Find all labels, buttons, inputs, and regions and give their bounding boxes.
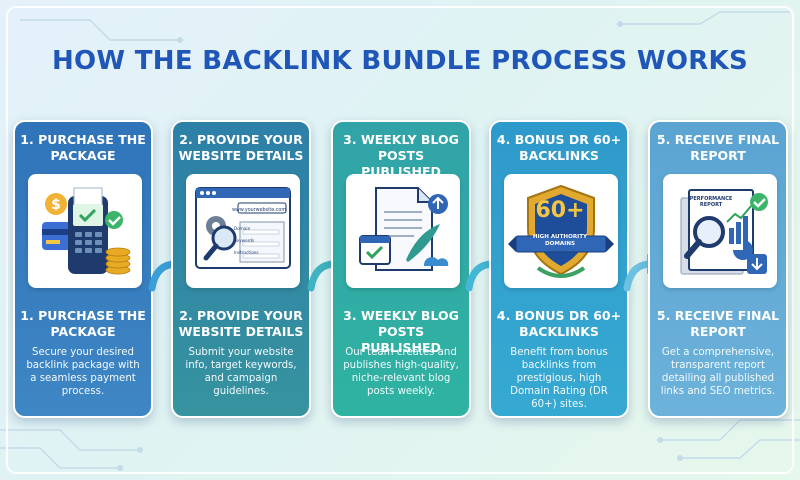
- step-subheading: 1. PURCHASE THE PACKAGE: [20, 308, 146, 339]
- step-description: Benefit from bonus backlinks from presti…: [510, 347, 608, 410]
- badge-ribbon: HIGH AUTHORITY DOMAINS: [515, 234, 605, 248]
- step-heading: 2. PROVIDE YOUR WEBSITE DETAILS: [178, 132, 304, 163]
- report-title-line1: PERFORMANCE: [689, 196, 733, 202]
- step-heading: 1. PURCHASE THE PACKAGE: [20, 132, 146, 163]
- step-subheading: 2. PROVIDE YOUR WEBSITE DETAILS: [178, 308, 304, 339]
- step-card-blog-posts: 3. WEEKLY BLOG POSTS PUBLISHED 3. WEEKLY…: [331, 120, 471, 418]
- step-subheading: 4. BONUS DR 60+ BACKLINKS: [496, 308, 622, 339]
- step-subheading: 3. WEEKLY BLOG POSTS PUBLISHED: [343, 308, 459, 355]
- step-card-website-details: 2. PROVIDE YOUR WEBSITE DETAILS 2. PROVI…: [171, 120, 311, 418]
- badge-ribbon-line1: HIGH AUTHORITY: [532, 234, 588, 240]
- step-description: Secure your desired backlink package wit…: [26, 347, 140, 397]
- authority-shield-icon: [504, 174, 618, 288]
- step-description: Get a comprehensive, transparent report …: [660, 347, 776, 397]
- page-title: HOW THE BACKLINK BUNDLE PROCESS WORKS: [51, 46, 749, 76]
- blog-document-icon: [346, 174, 460, 288]
- badge-ribbon-line2: DOMAINS: [544, 241, 576, 247]
- step-card-final-report: 5. RECEIVE FINAL REPORT 5. RECEIVE FINAL…: [648, 120, 788, 418]
- report-title: PERFORMANCE REPORT: [681, 196, 741, 208]
- report-title-line2: REPORT: [699, 202, 723, 208]
- form-field-keywords: Keywords: [234, 238, 255, 243]
- step-card-bonus-backlinks: 4. BONUS DR 60+ BACKLINKS 4. BONUS DR 60…: [489, 120, 629, 418]
- step-heading: 5. RECEIVE FINAL REPORT: [656, 132, 780, 163]
- step-heading: 4. BONUS DR 60+ BACKLINKS: [496, 132, 622, 163]
- form-field-domain: Domain: [234, 226, 251, 231]
- step-description: Submit your website info, target keyword…: [185, 347, 297, 397]
- step-description: Our team creates and publishes high-qual…: [343, 347, 459, 397]
- badge-value: 60+: [535, 198, 585, 223]
- form-field-instructions: Instructions: [234, 250, 259, 255]
- performance-report-icon: [663, 174, 777, 288]
- step-heading: 3. WEEKLY BLOG POSTS PUBLISHED: [343, 132, 459, 179]
- step-card-purchase: 1. PURCHASE THE PACKAGE $ 1. PURC: [13, 120, 153, 418]
- website-form-icon: [186, 174, 300, 288]
- svg-text:$: $: [51, 197, 61, 213]
- url-label: www.yourwebsite.com: [232, 208, 286, 213]
- step-subheading: 5. RECEIVE FINAL REPORT: [656, 308, 780, 339]
- payment-terminal-icon: $: [28, 174, 142, 288]
- page-frame: [6, 6, 794, 474]
